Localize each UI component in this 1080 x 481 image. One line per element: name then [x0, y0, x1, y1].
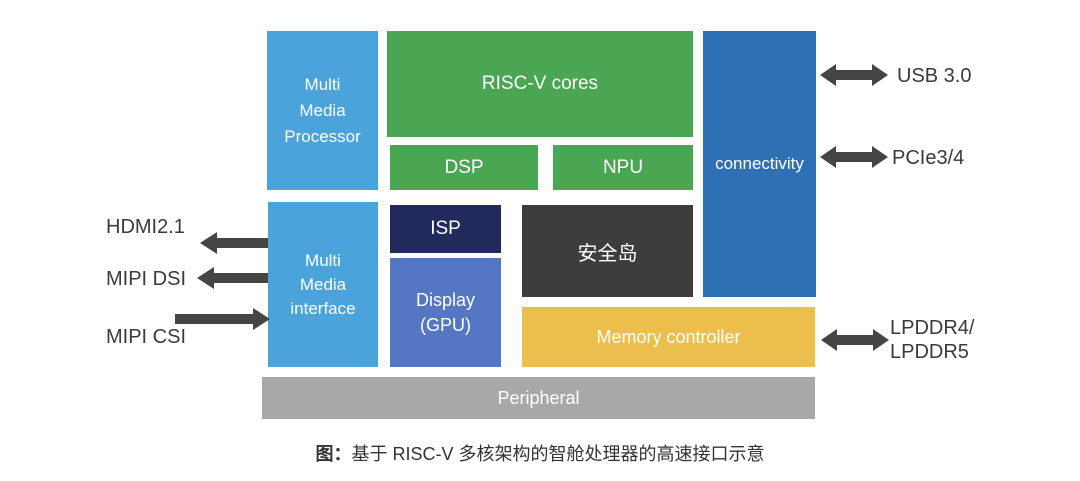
block-connectivity: connectivity [703, 31, 816, 297]
arrow-double-icon [820, 145, 888, 169]
arrow-left-icon [200, 231, 268, 255]
arrow-right-icon [175, 307, 270, 331]
block-dsp: DSP [390, 145, 538, 190]
arrow-double-icon [820, 63, 888, 87]
arrow-double-icon [821, 328, 889, 352]
block-npu: NPU [553, 145, 693, 190]
label-pcie: PCIe3/4 [892, 147, 965, 169]
caption-text: 基于 RISC-V 多核架构的智舱处理器的高速接口示意 [351, 444, 765, 464]
block-memory-controller: Memory controller [522, 307, 815, 367]
block-peripheral: Peripheral [262, 377, 815, 419]
block-multimedia-interface: Multi Media interface [268, 202, 378, 367]
label-mipi-dsi: MIPI DSI [106, 268, 187, 290]
block-security-island: 安全岛 [522, 205, 693, 297]
label-mipi-csi: MIPI CSI [106, 326, 187, 348]
block-display-gpu: Display (GPU) [390, 258, 501, 367]
block-isp: ISP [390, 205, 501, 253]
block-riscv-cores: RISC-V cores [387, 31, 693, 137]
figure-caption: 图：基于 RISC-V 多核架构的智舱处理器的高速接口示意 [0, 440, 1080, 466]
caption-prefix: 图： [315, 444, 352, 464]
block-multimedia-processor: Multi Media Processor [267, 31, 378, 190]
label-hdmi: HDMI2.1 [106, 216, 185, 238]
label-usb: USB 3.0 [897, 65, 972, 87]
label-lpddr: LPDDR4/ LPDDR5 [890, 317, 975, 363]
arrow-left-icon [197, 266, 268, 290]
